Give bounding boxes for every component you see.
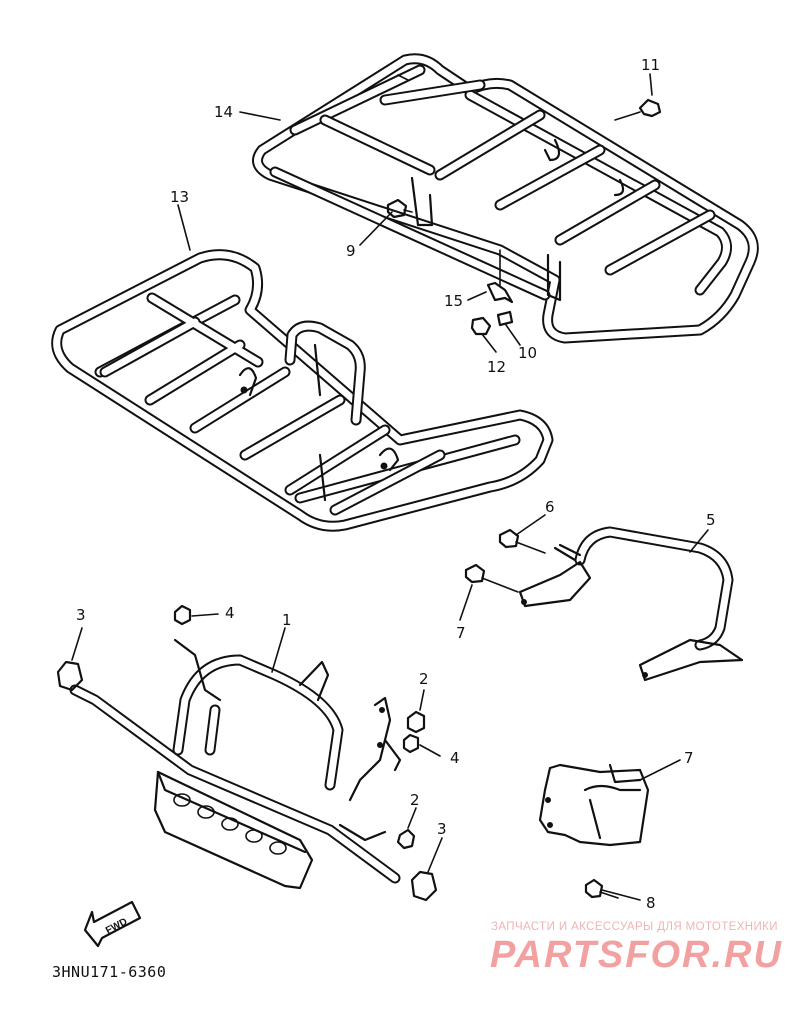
callout-3-left: 3: [76, 606, 86, 624]
callout-15: 15: [444, 292, 463, 310]
leader-lines: [71, 73, 709, 901]
document-code: 3HNU171-6360: [52, 963, 167, 981]
fwd-label: FWD: [104, 916, 129, 936]
callout-6-lower: 7: [456, 624, 466, 642]
watermark-brand: PARTSFOR.RU: [490, 934, 783, 976]
hardware: [56, 98, 662, 902]
callout-6-upper: 6: [545, 498, 555, 516]
callout-12: 10: [518, 344, 537, 362]
watermark-tagline: ЗАПЧАСТИ И АКСЕССУАРЫ ДЛЯ МОТОТЕХНИКИ: [491, 921, 778, 933]
rear-guard-bar: [518, 526, 744, 682]
fwd-direction-arrow: FWD: [83, 900, 142, 948]
callout-1: 1: [282, 611, 292, 629]
callout-4-lower: 4: [450, 749, 460, 767]
callout-14: 12: [487, 358, 506, 376]
callout-2-upper: 2: [419, 670, 429, 688]
callout-3-right: 3: [437, 820, 447, 838]
callout-2-lower: 2: [410, 791, 420, 809]
front-guard-bumper: [69, 638, 402, 890]
front-carrier-rack: [51, 249, 554, 532]
callout-11: 9: [346, 242, 356, 260]
callout-8: 8: [646, 894, 656, 912]
mounting-bracket: [538, 763, 650, 847]
callout-7: 7: [684, 749, 694, 767]
rear-carrier-rack: [252, 53, 759, 344]
callout-13: 11: [641, 56, 660, 74]
callout-4-upper: 4: [225, 604, 235, 622]
callout-9: 13: [170, 188, 189, 206]
callout-5: 5: [706, 511, 716, 529]
callout-labels: 14 13 11 9 15 10 12 6 7 5 4 3 1 2 4 7 2 …: [76, 56, 716, 912]
callout-10: 14: [214, 103, 233, 121]
